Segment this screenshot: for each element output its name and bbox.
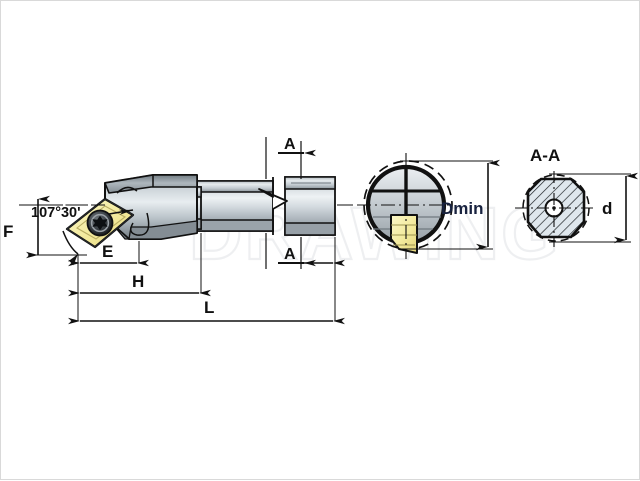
dimension-label-Dmin: Dmin — [441, 199, 484, 218]
dimension-label-L: L — [204, 298, 214, 317]
dimension-label-H: H — [132, 272, 144, 291]
tool-head-block — [104, 174, 198, 240]
section-label-top: A — [284, 136, 296, 153]
dimension-F: F — [3, 195, 87, 259]
front-end-view: Dmin — [357, 153, 500, 259]
dimension-E: E — [68, 242, 149, 267]
dimension-d: d — [549, 172, 638, 244]
dimension-label-F: F — [3, 222, 13, 241]
main-side-view: 107°30' F — [3, 136, 353, 325]
section-marker-bottom: A — [265, 233, 316, 269]
cutting-insert — [65, 197, 135, 249]
shank-mid-segment — [196, 180, 274, 232]
shank-rear-segment — [284, 176, 336, 236]
dimension-label-d: d — [602, 199, 612, 218]
dimension-A-offset: A — [303, 259, 345, 267]
section-label-bottom: A — [284, 246, 296, 263]
section-marker-top: A — [265, 136, 316, 179]
dimension-label-E: E — [102, 242, 113, 261]
dimension-L: L — [68, 298, 345, 325]
front-view-insert — [390, 214, 418, 254]
section-title: A-A — [530, 146, 560, 165]
dimension-Dmin: Dmin — [400, 159, 500, 251]
section-a-a-view: A-A d — [515, 146, 638, 247]
dimension-H: H — [68, 272, 211, 297]
break-line-symbol — [258, 177, 288, 235]
